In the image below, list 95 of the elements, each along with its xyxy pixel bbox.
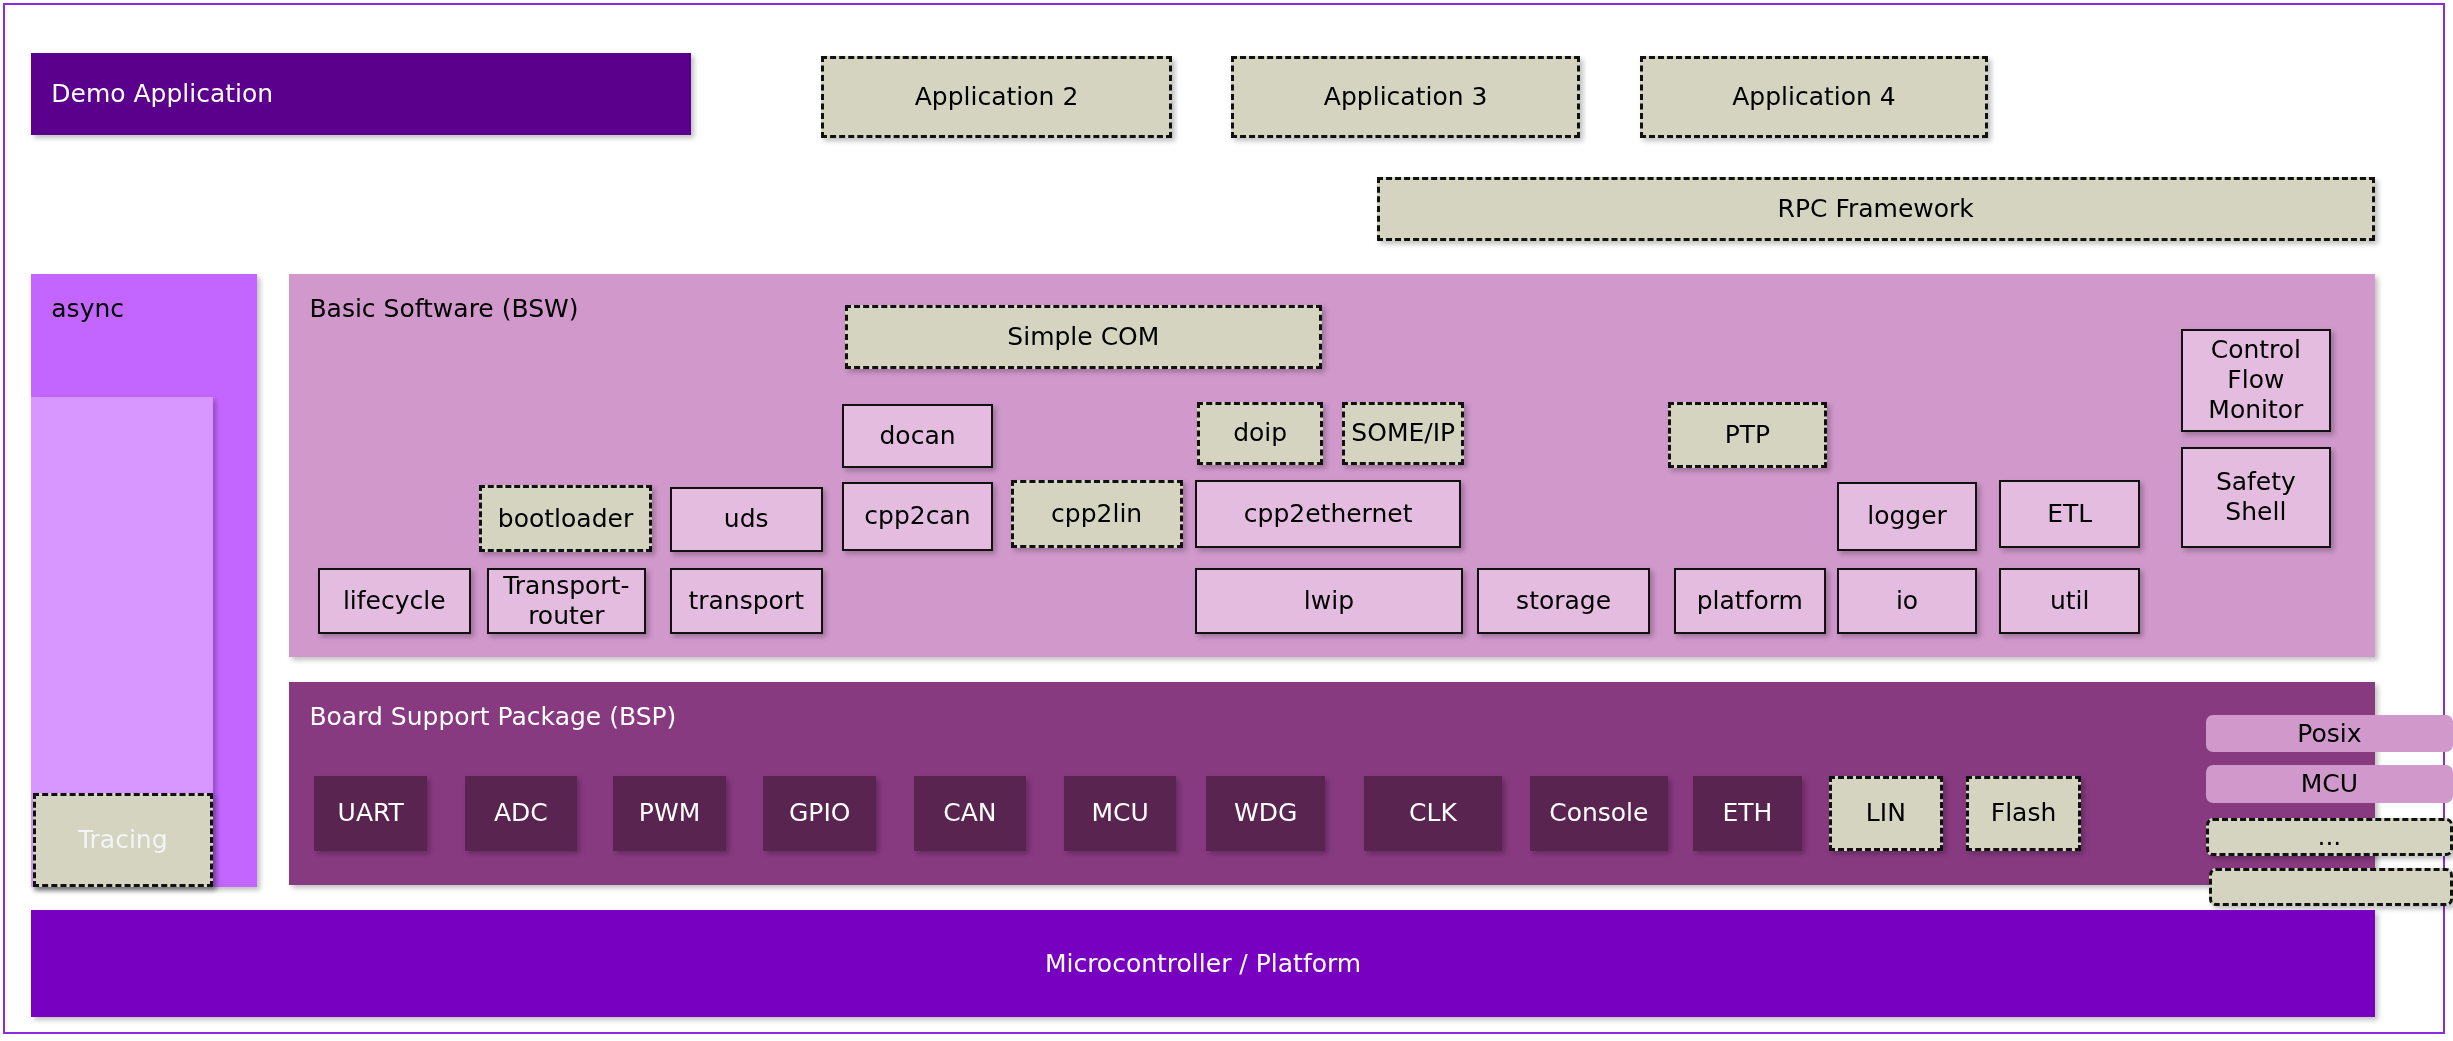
layer-title: Board Support Package (BSP) <box>309 702 677 733</box>
module-box <box>844 305 1322 370</box>
module-label: ETH <box>1722 798 1773 829</box>
driver-box <box>314 775 428 851</box>
module-label: lwip <box>1303 585 1355 616</box>
module-box <box>1231 56 1581 138</box>
module-box <box>1195 567 1463 634</box>
module-label: Simple COM <box>1007 322 1160 353</box>
module-box <box>478 484 653 553</box>
module-label: io <box>1895 585 1919 616</box>
module-box <box>1836 567 1978 634</box>
module-label: Microcontroller / Platform <box>1044 948 1362 979</box>
driver-box <box>1063 775 1177 851</box>
module-label: storage <box>1516 585 1612 616</box>
module-box <box>2180 328 2331 432</box>
layer-title: async <box>51 293 124 324</box>
driver-box <box>613 775 726 851</box>
module-label: CAN <box>943 798 997 829</box>
module-label: Flash <box>1990 798 2057 829</box>
module-label: Control Flow Monitor <box>2207 335 2305 426</box>
module-box <box>841 481 994 551</box>
target-box <box>2205 818 2453 856</box>
module-label: ... <box>2317 821 2342 852</box>
module-label: uds <box>723 504 769 535</box>
module-label: RPC Framework <box>1777 193 1974 224</box>
driver-box <box>913 775 1027 851</box>
module-label: docan <box>879 420 956 451</box>
module-label: Console <box>1549 798 1649 829</box>
driver-box <box>464 775 578 851</box>
driver-box <box>1692 775 1803 851</box>
module-label: cpp2lin <box>1051 498 1143 529</box>
module-label: ADC <box>494 798 548 829</box>
module-box <box>669 567 823 634</box>
module-box <box>821 56 1172 138</box>
module-label: CLK <box>1409 798 1457 829</box>
module-label: logger <box>1867 501 1947 532</box>
module-box <box>486 567 647 634</box>
module-label: cpp2can <box>864 501 971 532</box>
module-label: PWM <box>638 798 701 829</box>
module-box <box>1342 402 1465 465</box>
module-label: Safety Shell <box>2214 467 2297 528</box>
layer-title: Basic Software (BSW) <box>309 293 579 324</box>
module-label: doip <box>1233 418 1288 449</box>
module-label: PTP <box>1724 419 1771 450</box>
module-label: platform <box>1696 585 1803 616</box>
module-label: util <box>2049 585 2090 616</box>
module-label: transport <box>688 585 804 616</box>
driver-box <box>1530 775 1668 851</box>
target-box <box>2205 765 2453 803</box>
layer-title: Demo Application <box>51 78 274 109</box>
module-box <box>1966 775 2081 851</box>
module-box <box>317 567 471 634</box>
module-label: bootloader <box>497 503 634 534</box>
module-label: MCU <box>2300 768 2359 799</box>
module-box <box>669 486 823 553</box>
module-label: WDG <box>1233 798 1298 829</box>
module-box <box>1476 567 1651 634</box>
driver-box <box>763 775 877 851</box>
target-box <box>2205 714 2453 753</box>
module-box <box>841 403 994 468</box>
target-box <box>2208 868 2453 906</box>
driver-box <box>1206 775 1326 851</box>
module-label: Application 4 <box>1732 82 1896 112</box>
driver-box <box>1364 775 1502 851</box>
module-label: SOME/IP <box>1351 418 1456 449</box>
module-label: Application 3 <box>1323 82 1488 112</box>
module-label: Application 2 <box>914 82 1079 112</box>
module-box <box>1639 56 1989 138</box>
os-panel <box>31 397 213 887</box>
module-label: GPIO <box>789 798 851 829</box>
module-label: lifecycle <box>342 585 446 616</box>
module-label: MCU <box>1091 798 1149 829</box>
module-box <box>1999 567 2141 634</box>
module-label: cpp2ethernet <box>1243 498 1413 529</box>
application-box <box>31 53 692 135</box>
module-box <box>2180 447 2331 548</box>
module-box <box>1195 480 1462 548</box>
module-box <box>1010 480 1183 548</box>
module-label: LIN <box>1865 798 1906 829</box>
layer-panel <box>289 273 2375 658</box>
module-label: Posix <box>2297 718 2362 749</box>
layer-panel <box>289 682 2375 886</box>
module-box <box>1376 176 2375 241</box>
module-box <box>32 793 213 887</box>
module-box <box>1836 481 1978 551</box>
platform-bar <box>31 910 2375 1017</box>
module-label: ETL <box>2047 498 2093 529</box>
module-box <box>1667 402 1828 468</box>
layer-panel <box>31 273 257 887</box>
module-box <box>1828 775 1943 851</box>
module-box <box>1673 567 1826 634</box>
module-label: UART <box>337 798 404 829</box>
module-label: Transport-router <box>502 570 631 631</box>
module-box <box>1196 402 1324 465</box>
module-box <box>1999 480 2141 548</box>
